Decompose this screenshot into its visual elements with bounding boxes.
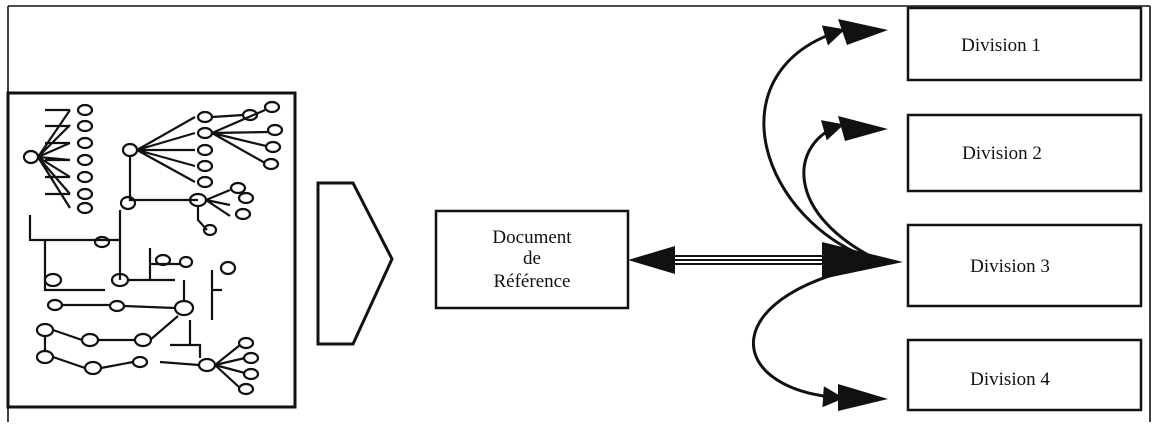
process-map-box [6,91,297,409]
division-2-node: Division 2 [906,113,1143,193]
division-4-label: Division 4 [970,369,1050,390]
reference-document-line-1: Document [492,227,572,248]
reference-document-node: Document de Référence [434,209,630,310]
process-map-illustration [22,100,284,396]
division-1-label: Division 1 [961,35,1041,56]
exchange-arrow [628,242,903,279]
distribution-arrows [752,25,885,408]
division-4-node: Division 4 [906,338,1143,412]
division-1-node: Division 1 [906,6,1143,82]
division-3-label: Division 3 [970,256,1050,277]
division-2-label: Division 2 [962,143,1042,164]
arrowheads [838,19,888,411]
reference-document-line-3: Référence [494,271,571,292]
transform-arrow [316,181,394,346]
division-3-node: Division 3 [906,223,1143,308]
reference-document-line-2: de [523,248,541,269]
